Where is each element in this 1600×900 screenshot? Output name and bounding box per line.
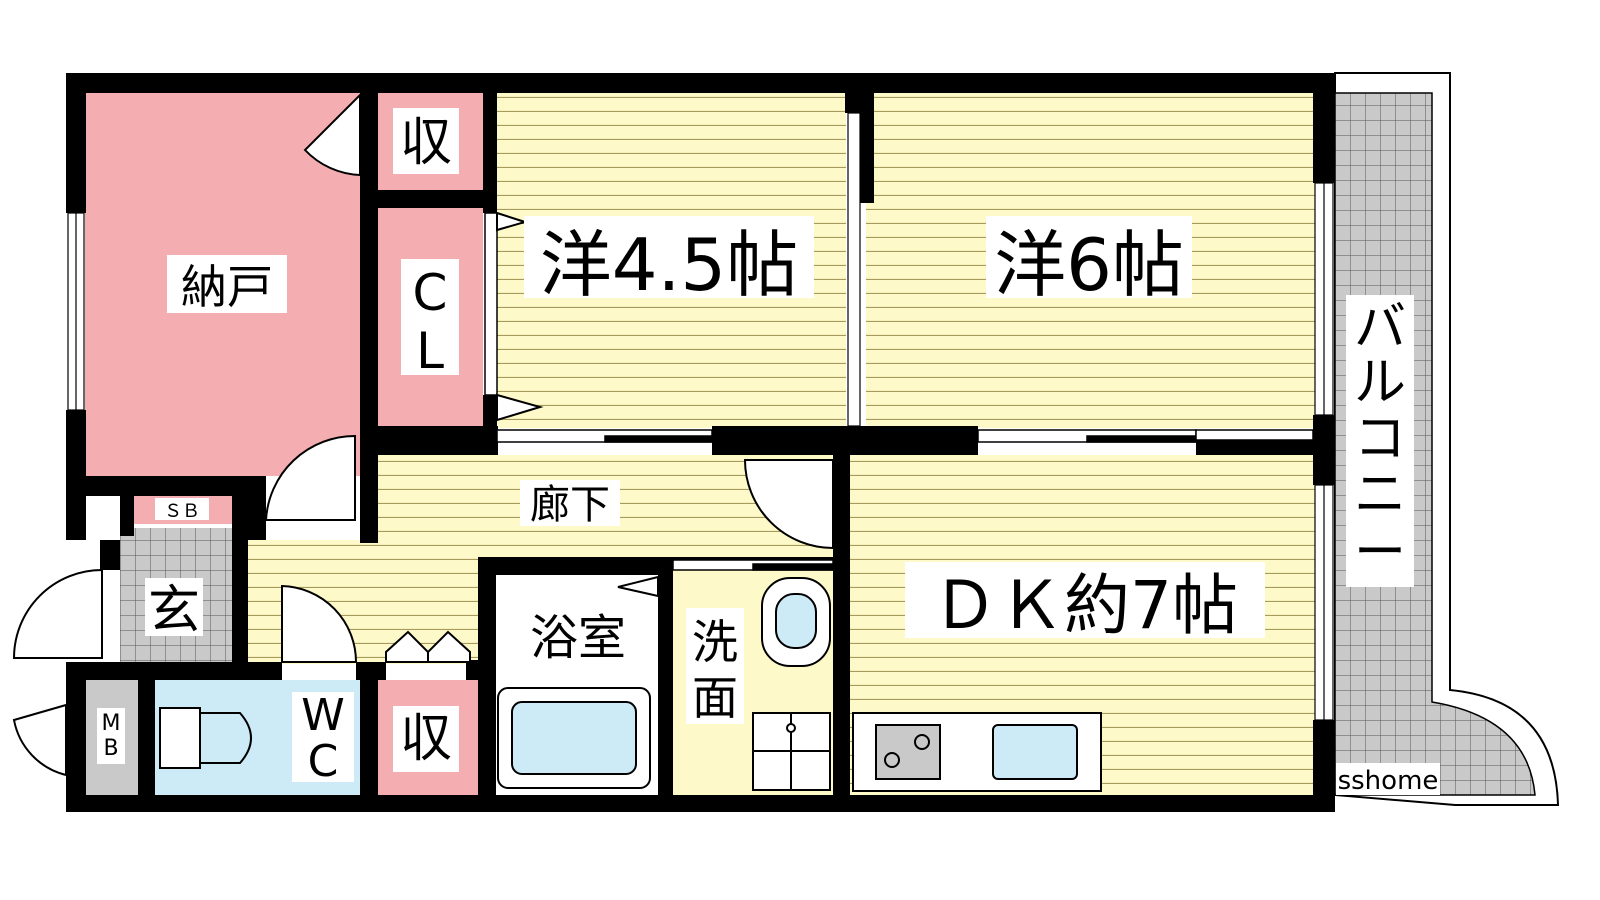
washroom-label-1: 洗: [692, 615, 738, 669]
windows: [67, 112, 1334, 721]
toilet-bowl: [199, 712, 252, 764]
door-swings: [12, 92, 834, 777]
closet-c-label: C: [413, 264, 448, 322]
meter-box-label-1: M: [102, 711, 121, 736]
storage-top-label: 収: [400, 113, 452, 173]
western-6-label: 洋6帖: [994, 223, 1184, 307]
kitchen-sink: [992, 724, 1078, 780]
closet-l-label: L: [416, 322, 444, 380]
balcony-floor: [1334, 92, 1536, 796]
walls: [66, 73, 1335, 812]
wc-label-1: W: [301, 690, 345, 741]
wc-label-2: C: [308, 736, 339, 787]
western-45-label: 洋4.5帖: [540, 223, 799, 307]
balcony-char-1: バ: [1354, 298, 1406, 358]
sliding-doors: [484, 212, 1314, 571]
balcony-char-2: ル: [1354, 353, 1406, 413]
corridor-label: 廊下: [530, 482, 610, 528]
stove: [875, 724, 941, 780]
fixtures: [159, 577, 1102, 792]
watermark: sshome: [1338, 766, 1439, 796]
dk-label: ＤＫ約7帖: [932, 567, 1238, 644]
balcony-char-3: コ: [1354, 409, 1406, 469]
meter-box-label-2: B: [103, 736, 118, 761]
shoe-box-label: ＳＢ: [164, 501, 200, 522]
storage-bottom-label: 収: [400, 709, 452, 769]
label-backgrounds: [97, 108, 1440, 795]
entrance-label: 玄: [148, 581, 200, 641]
washroom-label-2: 面: [692, 671, 738, 725]
balcony-char-4: ニ: [1354, 465, 1406, 525]
balcony-char-5: ー: [1354, 523, 1406, 583]
nando-label: 納戸: [181, 260, 273, 314]
toilet-tank: [159, 707, 201, 769]
bathroom-label: 浴室: [530, 610, 626, 666]
